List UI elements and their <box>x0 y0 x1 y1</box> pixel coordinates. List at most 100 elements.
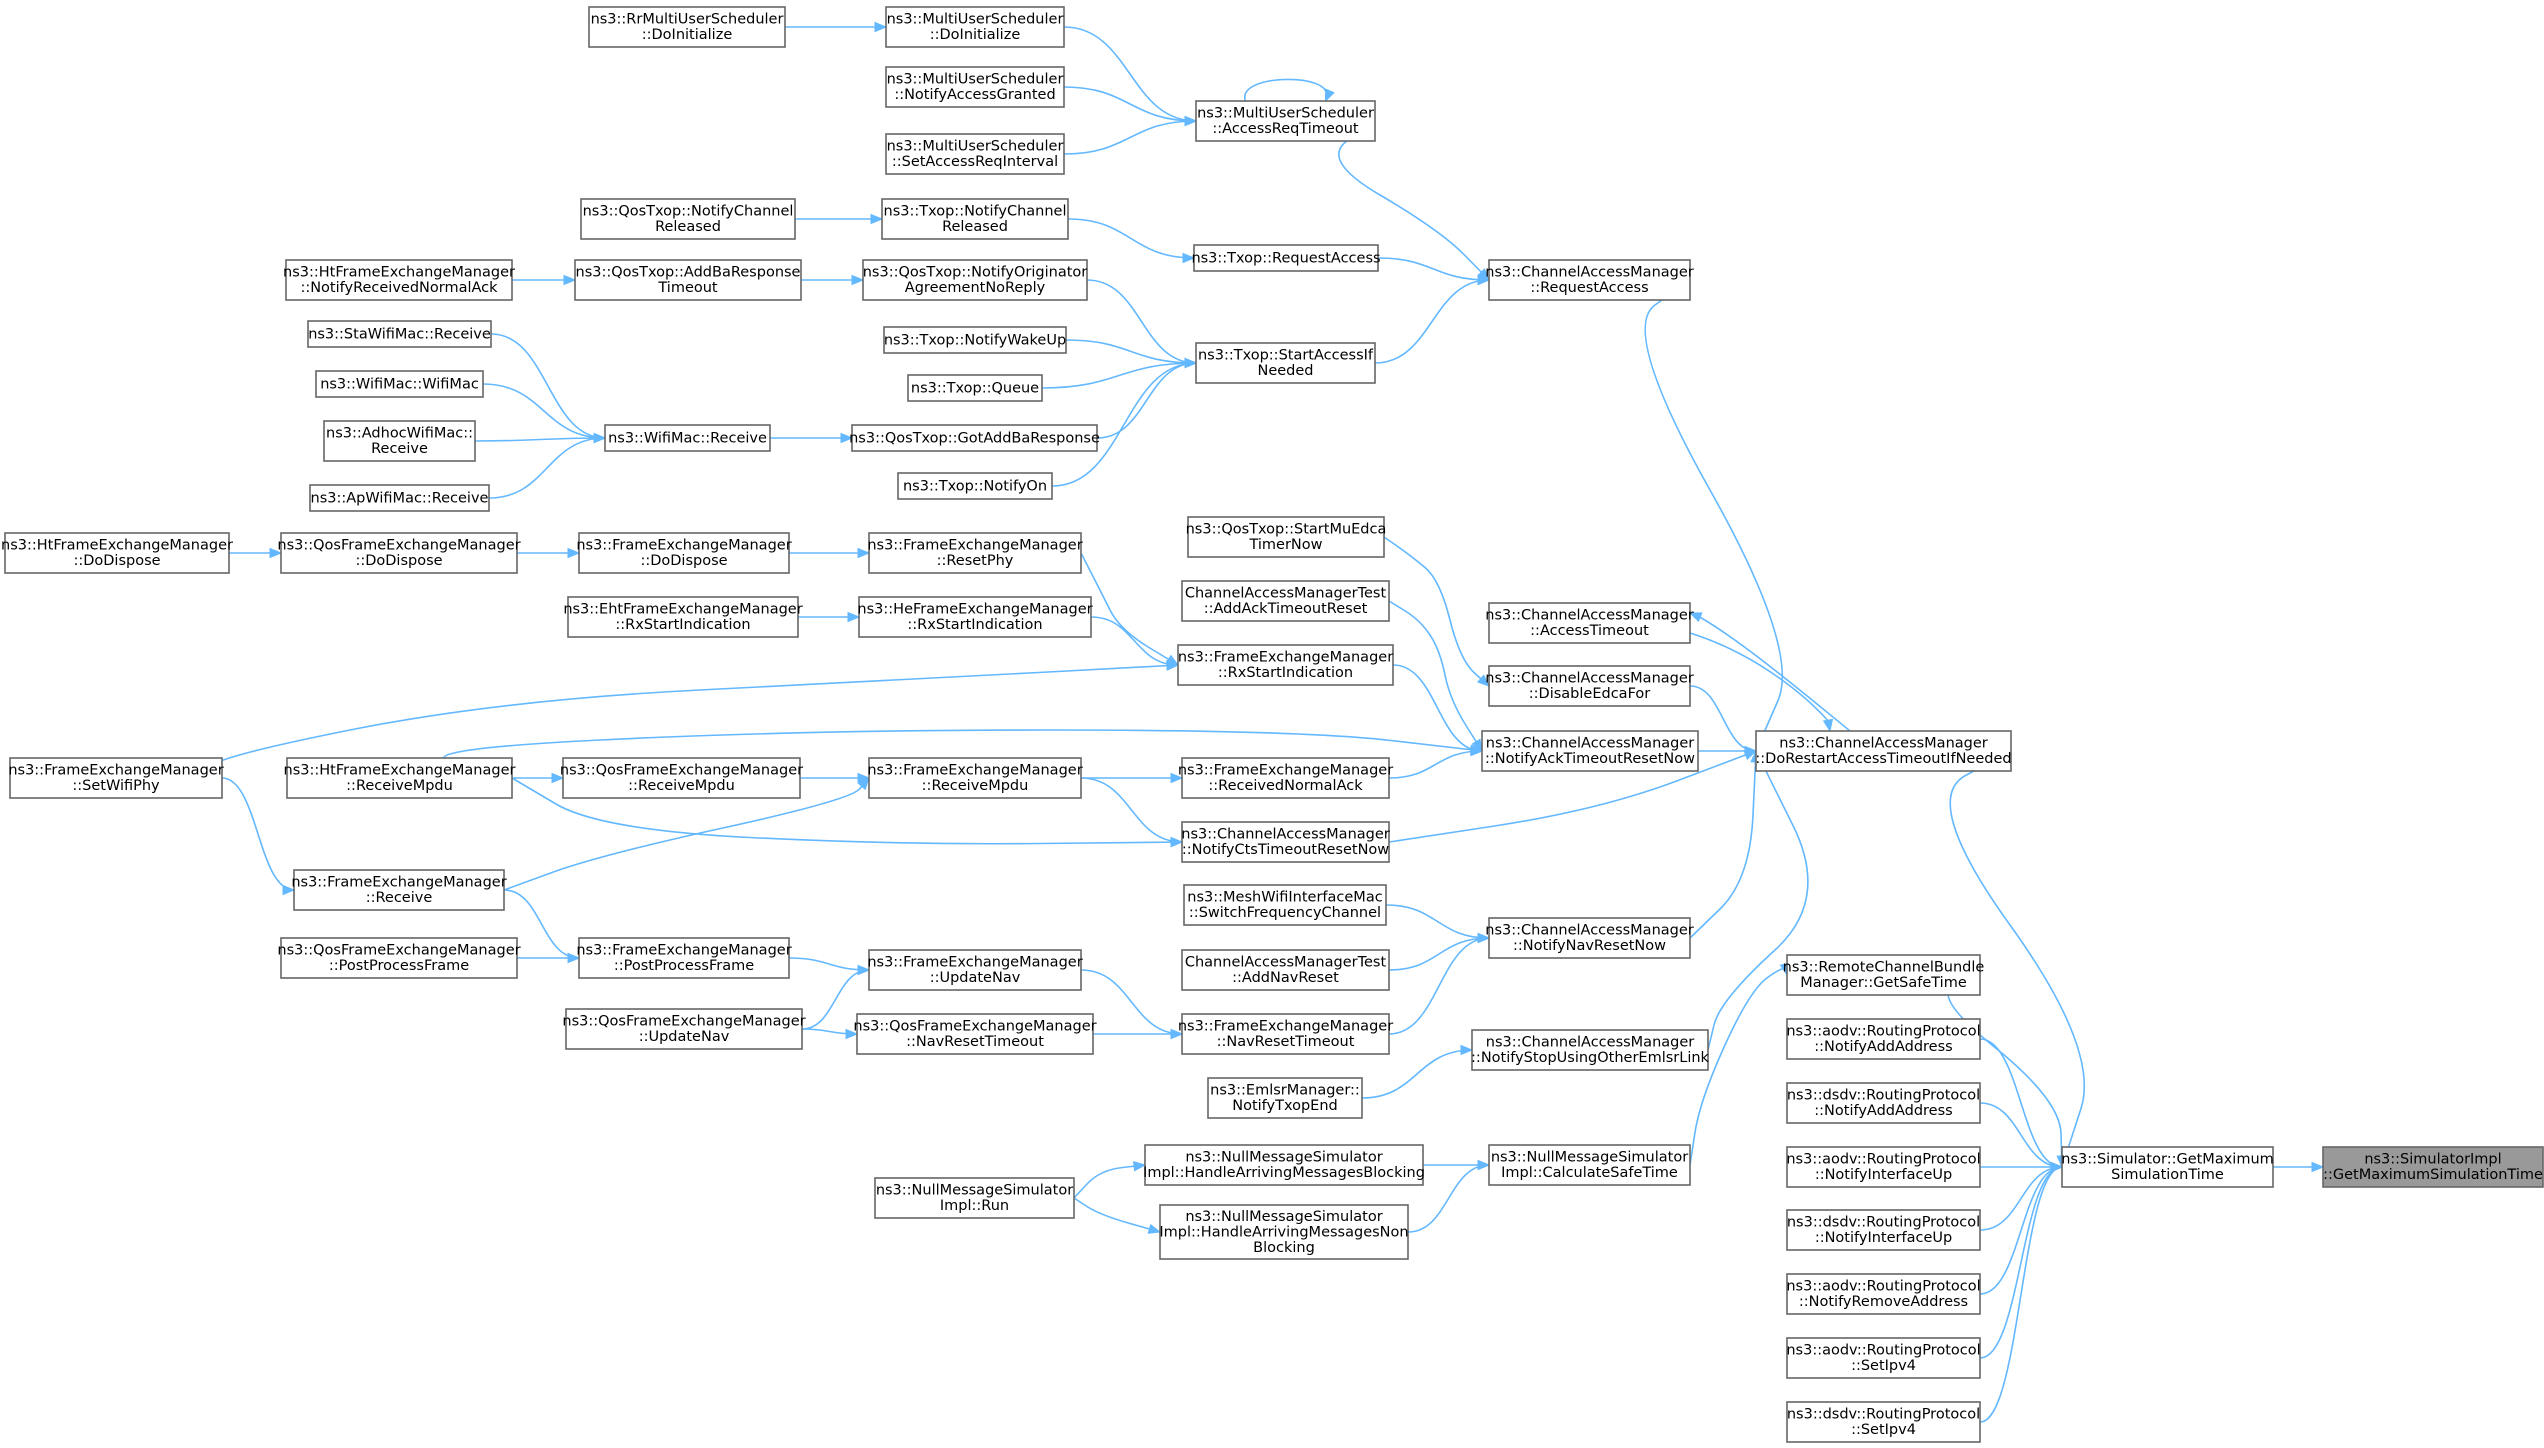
node-mus-doinit[interactable]: ns3::MultiUserScheduler::DoInitialize <box>885 6 1065 48</box>
edge-nms-run-to-nms-harnb <box>1073 1197 1162 1234</box>
node-label-line: Impl::HandleArrivingMessagesBlocking <box>1143 1165 1425 1181</box>
node-hefem-rxstart[interactable]: ns3::HeFrameExchangeManager::RxStartIndi… <box>857 596 1093 638</box>
node-nms-harb[interactable]: ns3::NullMessageSimulatorImpl::HandleArr… <box>1143 1144 1425 1186</box>
node-txop-notifyon[interactable]: ns3::Txop::NotifyOn <box>897 472 1053 500</box>
node-label-line: ns3::QosFrameExchangeManager <box>560 763 803 779</box>
node-qfem-receivempdu[interactable]: ns3::QosFrameExchangeManager::ReceiveMpd… <box>560 757 803 799</box>
edge-line <box>1979 1166 2063 1423</box>
node-label-line: ns3::WifiMac::Receive <box>608 430 767 446</box>
node-dsdv-setipv4[interactable]: ns3::dsdv::RoutingProtocol::SetIpv4 <box>1786 1401 1981 1443</box>
node-fem-rxnormalack[interactable]: ns3::FrameExchangeManager::ReceivedNorma… <box>1178 757 1393 799</box>
node-rrmus-doinit[interactable]: ns3::RrMultiUserScheduler::DoInitialize <box>588 6 786 48</box>
node-remote-safe[interactable]: ns3::RemoteChannelBundleManager::GetSafe… <box>1783 954 1985 996</box>
node-camtest-addack[interactable]: ChannelAccessManagerTest::AddAckTimeoutR… <box>1181 580 1390 622</box>
node-qfem-navtimeout[interactable]: ns3::QosFrameExchangeManager::NavResetTi… <box>853 1013 1097 1055</box>
edge-line <box>1392 664 1483 752</box>
node-box <box>874 1177 1075 1219</box>
node-fem-navtimeout[interactable]: ns3::FrameExchangeManager::NavResetTimeo… <box>1178 1013 1393 1055</box>
node-ehtfem-rxstart[interactable]: ns3::EhtFrameExchangeManager::RxStartInd… <box>563 596 803 638</box>
node-label-line: ns3::Simulator::GetMaximum <box>2061 1152 2274 1168</box>
node-cam-stopemlsr[interactable]: ns3::ChannelAccessManager::NotifyStopUsi… <box>1471 1029 1710 1071</box>
node-wifimac-receive[interactable]: ns3::WifiMac::Receive <box>604 424 771 452</box>
node-dsdv-ifup[interactable]: ns3::dsdv::RoutingProtocol::NotifyInterf… <box>1786 1209 1981 1251</box>
node-fem-updatenav[interactable]: ns3::FrameExchangeManager::UpdateNav <box>867 949 1083 991</box>
node-fem-receive[interactable]: ns3::FrameExchangeManager::Receive <box>291 869 507 911</box>
node-cam-dorestart[interactable]: ns3::ChannelAccessManager::DoRestartAcce… <box>1755 730 2012 772</box>
node-cam-navreset[interactable]: ns3::ChannelAccessManager::NotifyNavRese… <box>1485 917 1694 959</box>
node-fem-postproc[interactable]: ns3::FrameExchangeManager::PostProcessFr… <box>576 937 792 979</box>
node-label-line: ns3::FrameExchangeManager <box>576 943 791 959</box>
node-qfem-dodispose[interactable]: ns3::QosFrameExchangeManager::DoDispose <box>277 532 521 574</box>
node-aodv-addaddr[interactable]: ns3::aodv::RoutingProtocol::NotifyAddAdd… <box>1786 1018 1981 1060</box>
node-label-line: ns3::MeshWifiInterfaceMac <box>1187 890 1382 906</box>
node-label-line: ::NotifyAckTimeoutResetNow <box>1485 751 1695 767</box>
node-label-line: ns3::HtFrameExchangeManager <box>283 265 515 281</box>
node-cam-acctimeout[interactable]: ns3::ChannelAccessManager::AccessTimeout <box>1485 602 1694 644</box>
node-mus-accreqtimeout[interactable]: ns3::MultiUserScheduler::AccessReqTimeou… <box>1195 100 1376 142</box>
node-emlsr-txopend[interactable]: ns3::EmlsrManager::NotifyTxopEnd <box>1207 1077 1363 1119</box>
node-aodv-rmaddr[interactable]: ns3::aodv::RoutingProtocol::NotifyRemove… <box>1786 1273 1981 1315</box>
edge-arrowhead <box>1470 745 1484 757</box>
node-qos-gotaddba[interactable]: ns3::QosTxop::GotAddBaResponse <box>849 424 1100 452</box>
node-label-line: ::DoInitialize <box>930 27 1021 43</box>
node-mus-setaccint[interactable]: ns3::MultiUserScheduler::SetAccessReqInt… <box>885 133 1065 175</box>
node-htfem-dodispose[interactable]: ns3::HtFrameExchangeManager::DoDispose <box>1 532 233 574</box>
node-cam-ctsreset[interactable]: ns3::ChannelAccessManager::NotifyCtsTime… <box>1181 821 1390 863</box>
node-label-line: ns3::Txop::NotifyWakeUp <box>884 332 1066 348</box>
node-box <box>1786 954 1981 996</box>
node-ap-receive[interactable]: ns3::ApWifiMac::Receive <box>309 484 490 512</box>
node-qfem-updatenav[interactable]: ns3::QosFrameExchangeManager::UpdateNav <box>562 1008 806 1050</box>
edge-line <box>1096 362 1197 439</box>
node-cam-ackreset[interactable]: ns3::ChannelAccessManager::NotifyAckTime… <box>1481 730 1699 772</box>
edge-fem-dodispose-to-fem-resetphy <box>789 547 871 559</box>
node-fem-rxstart[interactable]: ns3::FrameExchangeManager::RxStartIndica… <box>1177 644 1394 686</box>
node-aodv-ifup[interactable]: ns3::aodv::RoutingProtocol::NotifyInterf… <box>1786 1146 1981 1188</box>
node-nms-calcsafe[interactable]: ns3::NullMessageSimulatorImpl::Calculate… <box>1488 1144 1691 1186</box>
node-fem-receivempdu[interactable]: ns3::FrameExchangeManager::ReceiveMpdu <box>867 757 1083 799</box>
node-txop-reqaccess[interactable]: ns3::Txop::RequestAccess <box>1191 244 1381 272</box>
node-box <box>1786 1018 1981 1060</box>
node-label-line: ChannelAccessManagerTest <box>1185 955 1387 971</box>
node-cam-disableedca[interactable]: ns3::ChannelAccessManager::DisableEdcaFo… <box>1485 665 1694 707</box>
edge-htfem-dodispose-to-qfem-dodispose <box>229 547 283 559</box>
node-fem-setwifiphy[interactable]: ns3::FrameExchangeManager::SetWifiPhy <box>8 757 224 799</box>
node-dsdv-addaddr[interactable]: ns3::dsdv::RoutingProtocol::NotifyAddAdd… <box>1786 1082 1981 1124</box>
node-sim-getmax[interactable]: ns3::Simulator::GetMaximumSimulationTime <box>2061 1146 2274 1188</box>
node-qos-notifyorig[interactable]: ns3::QosTxop::NotifyOriginatorAgreementN… <box>862 259 1088 301</box>
node-txop-wakeup[interactable]: ns3::Txop::NotifyWakeUp <box>883 326 1067 354</box>
edge-line <box>1689 967 1788 1166</box>
edge-qos-addbatimeout-to-qos-notifyorig <box>801 274 865 286</box>
node-htfem-receivempdu[interactable]: ns3::HtFrameExchangeManager::ReceiveMpdu <box>284 757 516 799</box>
edge-arrowhead <box>1182 252 1196 264</box>
node-aodv-setipv4[interactable]: ns3::aodv::RoutingProtocol::SetIpv4 <box>1786 1337 1981 1379</box>
node-fem-dodispose[interactable]: ns3::FrameExchangeManager::DoDispose <box>576 532 792 574</box>
edge-remote-safe-to-sim-getmax <box>1947 974 2067 1169</box>
edge-arrowhead <box>1147 1223 1162 1234</box>
node-nms-harnb[interactable]: ns3::NullMessageSimulatorImpl::HandleArr… <box>1159 1204 1409 1260</box>
node-box <box>280 532 518 574</box>
edge-arrowhead <box>1184 115 1198 127</box>
node-qfem-postproc[interactable]: ns3::QosFrameExchangeManager::PostProces… <box>277 937 521 979</box>
node-fem-resetphy[interactable]: ns3::FrameExchangeManager::ResetPhy <box>867 532 1083 574</box>
node-sta-receive[interactable]: ns3::StaWifiMac::Receive <box>307 320 492 348</box>
node-label-line: ns3::HeFrameExchangeManager <box>857 602 1092 618</box>
node-label-line: ::DoDispose <box>640 553 727 569</box>
node-camtest-addnav[interactable]: ChannelAccessManagerTest::AddNavReset <box>1181 949 1390 991</box>
node-txop-queue[interactable]: ns3::Txop::Queue <box>907 374 1043 402</box>
node-label-line: ns3::FrameExchangeManager <box>576 538 791 554</box>
edge-htfem-receivempdu-to-qfem-receivempdu <box>512 772 565 784</box>
node-root[interactable]: ns3::SimulatorImpl::GetMaximumSimulation… <box>2322 1146 2544 1188</box>
node-htfem-rxnormalack[interactable]: ns3::HtFrameExchangeManager::NotifyRecei… <box>283 259 515 301</box>
node-mus-notifyaccgr[interactable]: ns3::MultiUserScheduler::NotifyAccessGra… <box>885 66 1065 108</box>
node-wifimac-wifimac[interactable]: ns3::WifiMac::WifiMac <box>315 370 484 398</box>
node-mesh-switch[interactable]: ns3::MeshWifiInterfaceMac::SwitchFrequen… <box>1183 884 1387 926</box>
node-box <box>1144 1144 1424 1186</box>
node-cam-reqaccess[interactable]: ns3::ChannelAccessManager::RequestAccess <box>1485 259 1694 301</box>
node-adhoc-receive[interactable]: ns3::AdhocWifiMac::Receive <box>323 420 476 462</box>
